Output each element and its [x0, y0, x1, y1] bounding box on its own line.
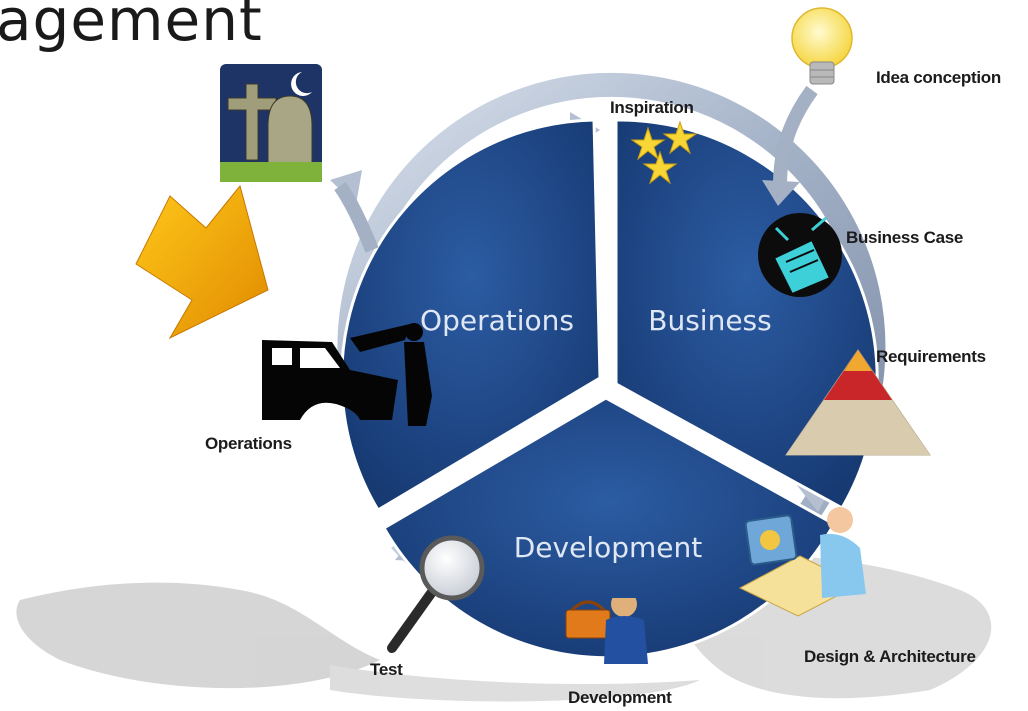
highlight-arrow-icon: [135, 184, 269, 340]
cycle-segments: [340, 118, 879, 660]
segment-label-development: Development: [514, 531, 703, 564]
lightbulb-icon: [791, 7, 853, 85]
label-requirements: Requirements: [876, 347, 986, 366]
label-test: Test: [370, 660, 403, 679]
label-idea-conception: Idea conception: [876, 68, 1001, 87]
slide-title: agement: [0, 0, 263, 54]
segment-operations: [340, 118, 602, 513]
pyramid-icon: [785, 349, 931, 456]
label-design-architecture: Design & Architecture: [804, 647, 976, 666]
idea-arrow: [762, 85, 818, 206]
segment-label-operations: Operations: [420, 304, 574, 337]
retirement-arrow: [334, 181, 379, 253]
designer-icon: [738, 507, 866, 617]
label-business-case: Business Case: [846, 228, 964, 247]
label-development-stage: Development: [568, 688, 672, 707]
magnifier-icon: [387, 535, 485, 653]
worker-icon: [565, 590, 648, 664]
segment-label-business: Business: [648, 304, 771, 337]
document-icon: [758, 213, 842, 297]
stars-icon: [630, 120, 698, 185]
label-inspiration: Inspiration: [610, 98, 694, 117]
gravestone-icon: [220, 64, 322, 182]
label-operations-stage: Operations: [205, 434, 292, 453]
mechanic-car-icon: [262, 323, 432, 426]
